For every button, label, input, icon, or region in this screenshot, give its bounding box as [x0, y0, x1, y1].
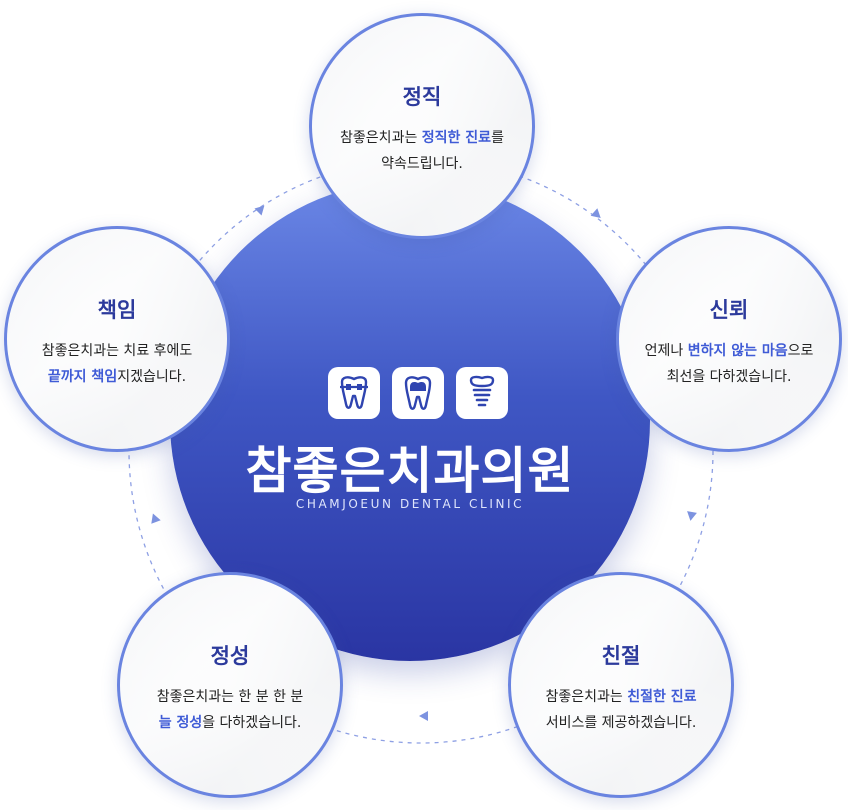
node-text-line: 참좋은치과는 정직한 진료를 — [340, 125, 504, 151]
body-text: 참좋은치과는 한 분 한 분 — [156, 689, 304, 705]
node-text-line: 참좋은치과는 친절한 진료 — [545, 684, 696, 710]
node-text-line: 늘 정성을 다하겠습니다. — [159, 710, 302, 736]
body-text: 참좋은치과는 — [545, 689, 628, 705]
arrow-icon — [590, 208, 601, 219]
orbit-arrows — [151, 205, 697, 721]
node-text-line: 최선을 다하겠습니다. — [667, 364, 792, 390]
highlight-text: 끝까지 책임 — [47, 369, 118, 385]
body-text: 으로 — [787, 343, 814, 359]
service-icons — [328, 367, 508, 419]
node-text-line: 끝까지 책임지겠습니다. — [48, 364, 186, 390]
node-sincerity: 정성 참좋은치과는 한 분 한 분 늘 정성을 다하겠습니다. — [117, 572, 343, 798]
braces-tooth-icon — [328, 367, 380, 419]
implant-icon — [456, 367, 508, 419]
arrow-icon — [419, 711, 428, 721]
arrow-icon — [687, 511, 697, 521]
node-kindness: 친절 참좋은치과는 친절한 진료 서비스를 제공하겠습니다. — [508, 572, 734, 798]
center-circle: 참좋은치과의원 CHAMJOEUN DENTAL CLINIC — [170, 181, 650, 661]
body-text: 최선을 다하겠습니다. — [666, 369, 792, 385]
node-title: 신뢰 — [709, 298, 749, 322]
node-trust: 신뢰 언제나 변하지 않는 마음으로 최선을 다하겠습니다. — [616, 226, 842, 452]
clinic-name: 참좋은치과의원 — [245, 442, 575, 500]
node-text-line: 약속드립니다. — [381, 151, 463, 177]
crown-tooth-icon — [392, 367, 444, 419]
clinic-name-english: CHAMJOEUN DENTAL CLINIC — [295, 497, 525, 511]
node-title: 친절 — [601, 644, 641, 668]
node-text-line: 언제나 변하지 않는 마음으로 — [645, 338, 814, 364]
node-text-line: 서비스를 제공하겠습니다. — [546, 710, 697, 736]
node-title: 정성 — [210, 644, 250, 668]
body-text: 서비스를 제공하겠습니다. — [545, 715, 697, 731]
body-text: 를 — [491, 130, 504, 146]
node-text-line: 참좋은치과는 치료 후에도 — [42, 338, 193, 364]
highlight-text: 친절한 진료 — [627, 689, 697, 705]
node-responsibility: 책임 참좋은치과는 치료 후에도 끝까지 책임지겠습니다. — [4, 226, 230, 452]
body-text: 참좋은치과는 치료 후에도 — [41, 343, 193, 359]
body-text: 지겠습니다. — [117, 369, 187, 385]
highlight-text: 정직한 진료 — [421, 130, 492, 146]
body-text: 약속드립니다. — [381, 156, 463, 172]
node-text-line: 참좋은치과는 한 분 한 분 — [157, 684, 304, 710]
arrow-icon — [254, 205, 265, 216]
node-title: 책임 — [97, 298, 137, 322]
highlight-text: 변하지 않는 마음 — [687, 343, 788, 359]
node-honesty: 정직 참좋은치과는 정직한 진료를 약속드립니다. — [309, 13, 535, 239]
body-text: 언제나 — [644, 343, 688, 359]
node-title: 정직 — [402, 85, 442, 109]
highlight-text: 늘 정성 — [158, 715, 203, 731]
body-text: 참좋은치과는 — [340, 130, 422, 146]
arrow-icon — [151, 513, 161, 524]
body-text: 을 다하겠습니다. — [202, 715, 302, 731]
